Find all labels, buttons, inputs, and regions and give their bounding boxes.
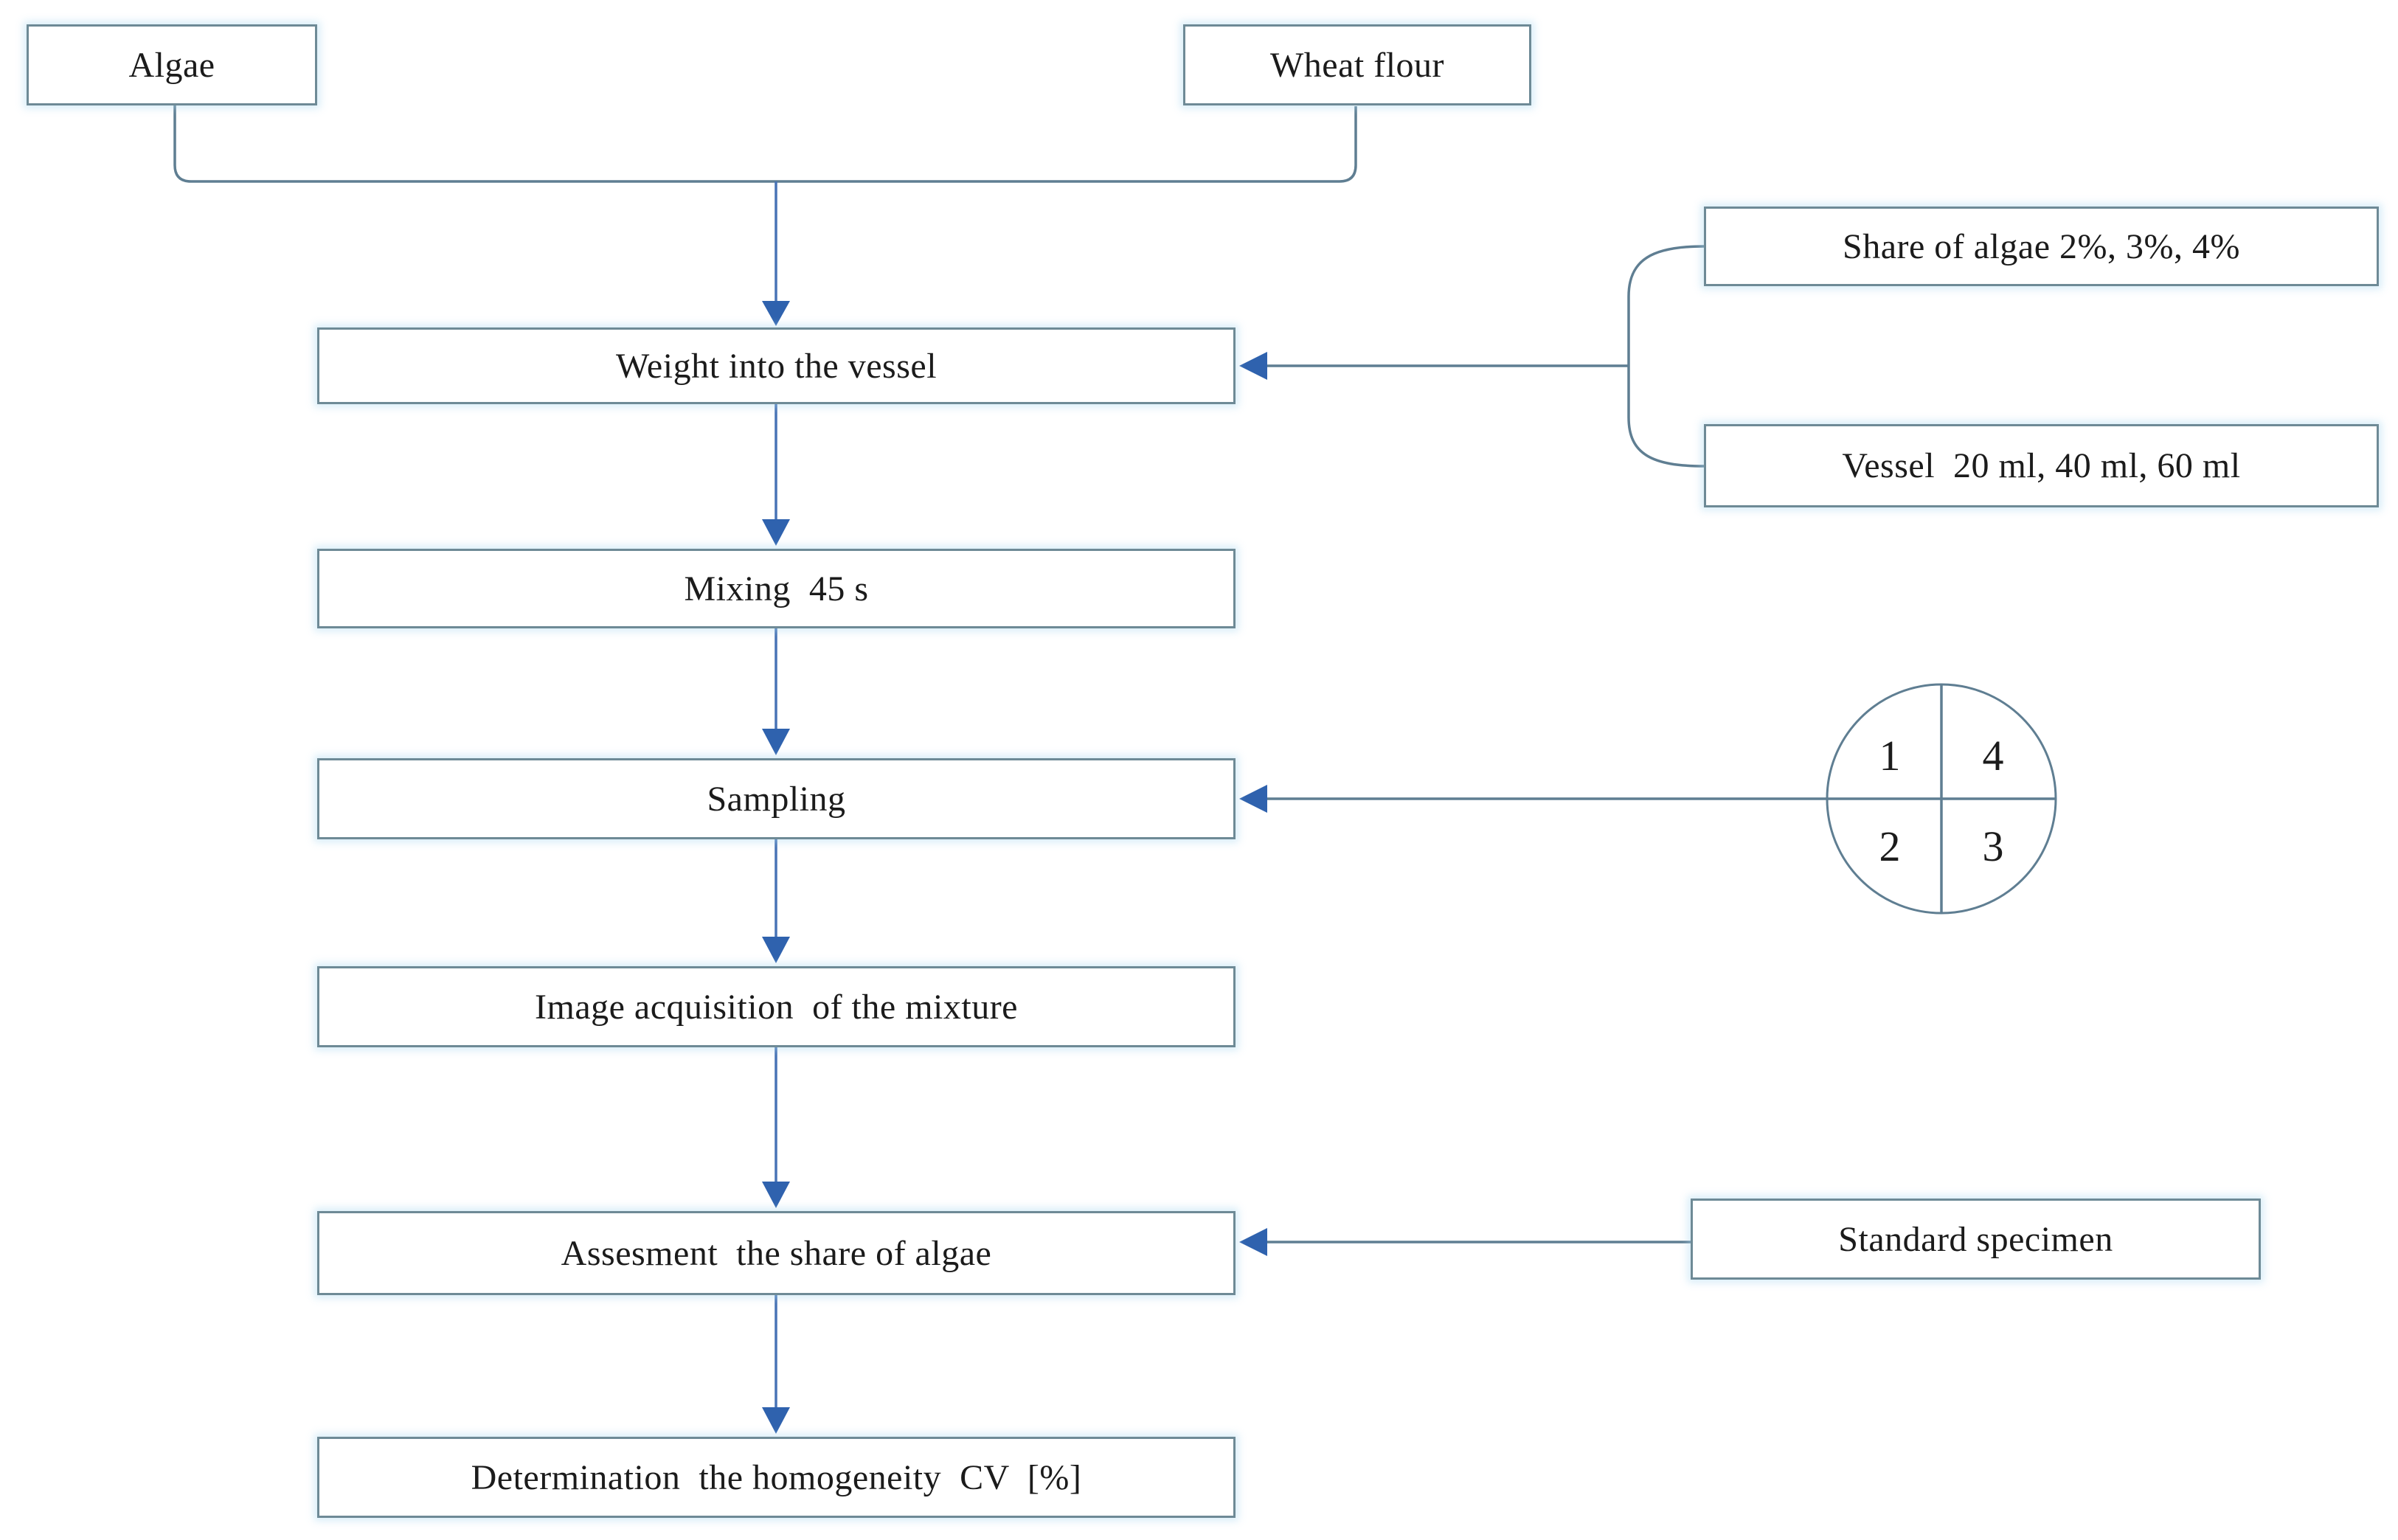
arrow-head-assesment-determination [762, 1407, 790, 1434]
merge-connector [173, 105, 1357, 183]
node-mixing: Mixing 45 s [317, 549, 1236, 628]
node-vessel-sizes: Vessel 20 ml, 40 ml, 60 ml [1704, 424, 2379, 507]
arrow-head-sampling-image [762, 937, 790, 963]
node-wheat-flour: Wheat flour [1183, 24, 1531, 105]
sampling-quadrant-1: 1 [1879, 732, 1901, 780]
node-weight-into-vessel: Weight into the vessel [317, 327, 1236, 404]
node-share-of-algae: Share of algae 2%, 3%, 4% [1704, 207, 2379, 286]
node-standard-specimen: Standard specimen [1691, 1199, 2261, 1280]
arrow-head-weight-mixing [762, 519, 790, 546]
node-image-acquisition: Image acquisition of the mixture [317, 966, 1236, 1047]
sampling-arrow-head [1239, 785, 1267, 813]
params-arrow-head [1239, 352, 1267, 380]
arrow-head-image-assesment [762, 1182, 790, 1208]
node-determination: Determination the homogeneity CV [%] [317, 1437, 1236, 1518]
arrow-head-into-weight [762, 301, 790, 326]
node-assesment: Assesment the share of algae [317, 1211, 1236, 1295]
standard-arrow-head [1239, 1228, 1267, 1256]
sampling-quadrant-4: 4 [1982, 732, 2004, 780]
node-algae: Algae [27, 24, 317, 105]
params-bracket [1627, 245, 1705, 468]
sampling-quadrant-3: 3 [1982, 822, 2004, 870]
arrow-head-mixing-sampling [762, 729, 790, 755]
node-sampling: Sampling [317, 758, 1236, 839]
sampling-quadrant-2: 2 [1879, 822, 1901, 870]
